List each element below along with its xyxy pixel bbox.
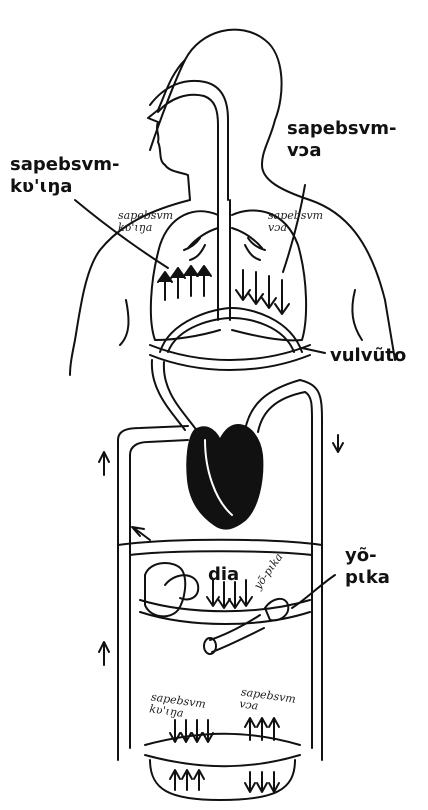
pulmonary-loop-left-2 (164, 362, 198, 432)
flow-arrow-right-down (333, 435, 343, 452)
hand-left-lung: sapebsvm kʋ'ɩŋa (118, 210, 173, 233)
left-lung-label-line1: sapebsvm- (10, 154, 120, 176)
hand-right-lung-line1: sapebsvm (268, 210, 323, 222)
head-outline (150, 30, 385, 300)
leader-diaphragm (302, 348, 325, 353)
intestine-tube (210, 615, 264, 652)
pulmonary-loop-left (152, 360, 185, 430)
diaphragm-floor-2 (150, 355, 310, 370)
hand-left-lung-line2: kʋ'ɩŋa (118, 222, 173, 234)
abdomen-top-2 (130, 551, 312, 555)
right-lung-label: sapebsvm- vɔa (287, 118, 397, 161)
right-lung-label-line2: vɔa (287, 140, 397, 162)
pulmonary-loop-right-2 (258, 392, 305, 432)
lower-bed-top (145, 734, 300, 745)
airway-inner (158, 95, 218, 205)
hand-left-lung-line1: sapebsvm (118, 210, 173, 222)
lower-bed-arrows (170, 718, 279, 792)
diaphragm-floor (150, 345, 310, 360)
spleen (145, 563, 185, 616)
intestine-label-line1: yõ- (345, 545, 390, 567)
abdomen-shelf-2 (140, 612, 310, 624)
hand-right-lung-line2: vɔa (268, 222, 323, 234)
right-bronchi (232, 228, 265, 260)
left-lung-arrows (158, 266, 211, 300)
spleen-label: dia (208, 564, 239, 586)
hand-right-lung: sapebsvm vɔa (268, 210, 323, 233)
left-bronchi (184, 228, 218, 260)
abdomen-top (118, 540, 322, 545)
left-lung-label: sapebsvm- kʋ'ɩŋa (10, 154, 120, 197)
diaphragm-dome-inner (168, 318, 294, 352)
circuit-top-left (118, 426, 188, 440)
right-arm-notch (352, 290, 362, 340)
diaphragm-label: vulvũto (330, 345, 406, 367)
right-lung-arrows (236, 270, 289, 314)
lower-bed-bottom (145, 755, 300, 766)
heart (187, 425, 262, 529)
flow-arrow-left-up-2 (99, 642, 109, 665)
loop-over-2 (305, 392, 312, 420)
liver-curl (165, 575, 198, 599)
intestine-label: yõ- pɩka (345, 545, 390, 588)
right-lung-label-line1: sapebsvm- (287, 118, 397, 140)
left-lung-label-line2: kʋ'ɩŋa (10, 176, 120, 198)
intestine-label-line2: pɩka (345, 567, 390, 589)
leader-gut (292, 575, 335, 608)
left-arm-notch (120, 300, 128, 345)
flow-arrow-left-up (99, 452, 109, 475)
circuit-top-left-inner (130, 440, 188, 455)
